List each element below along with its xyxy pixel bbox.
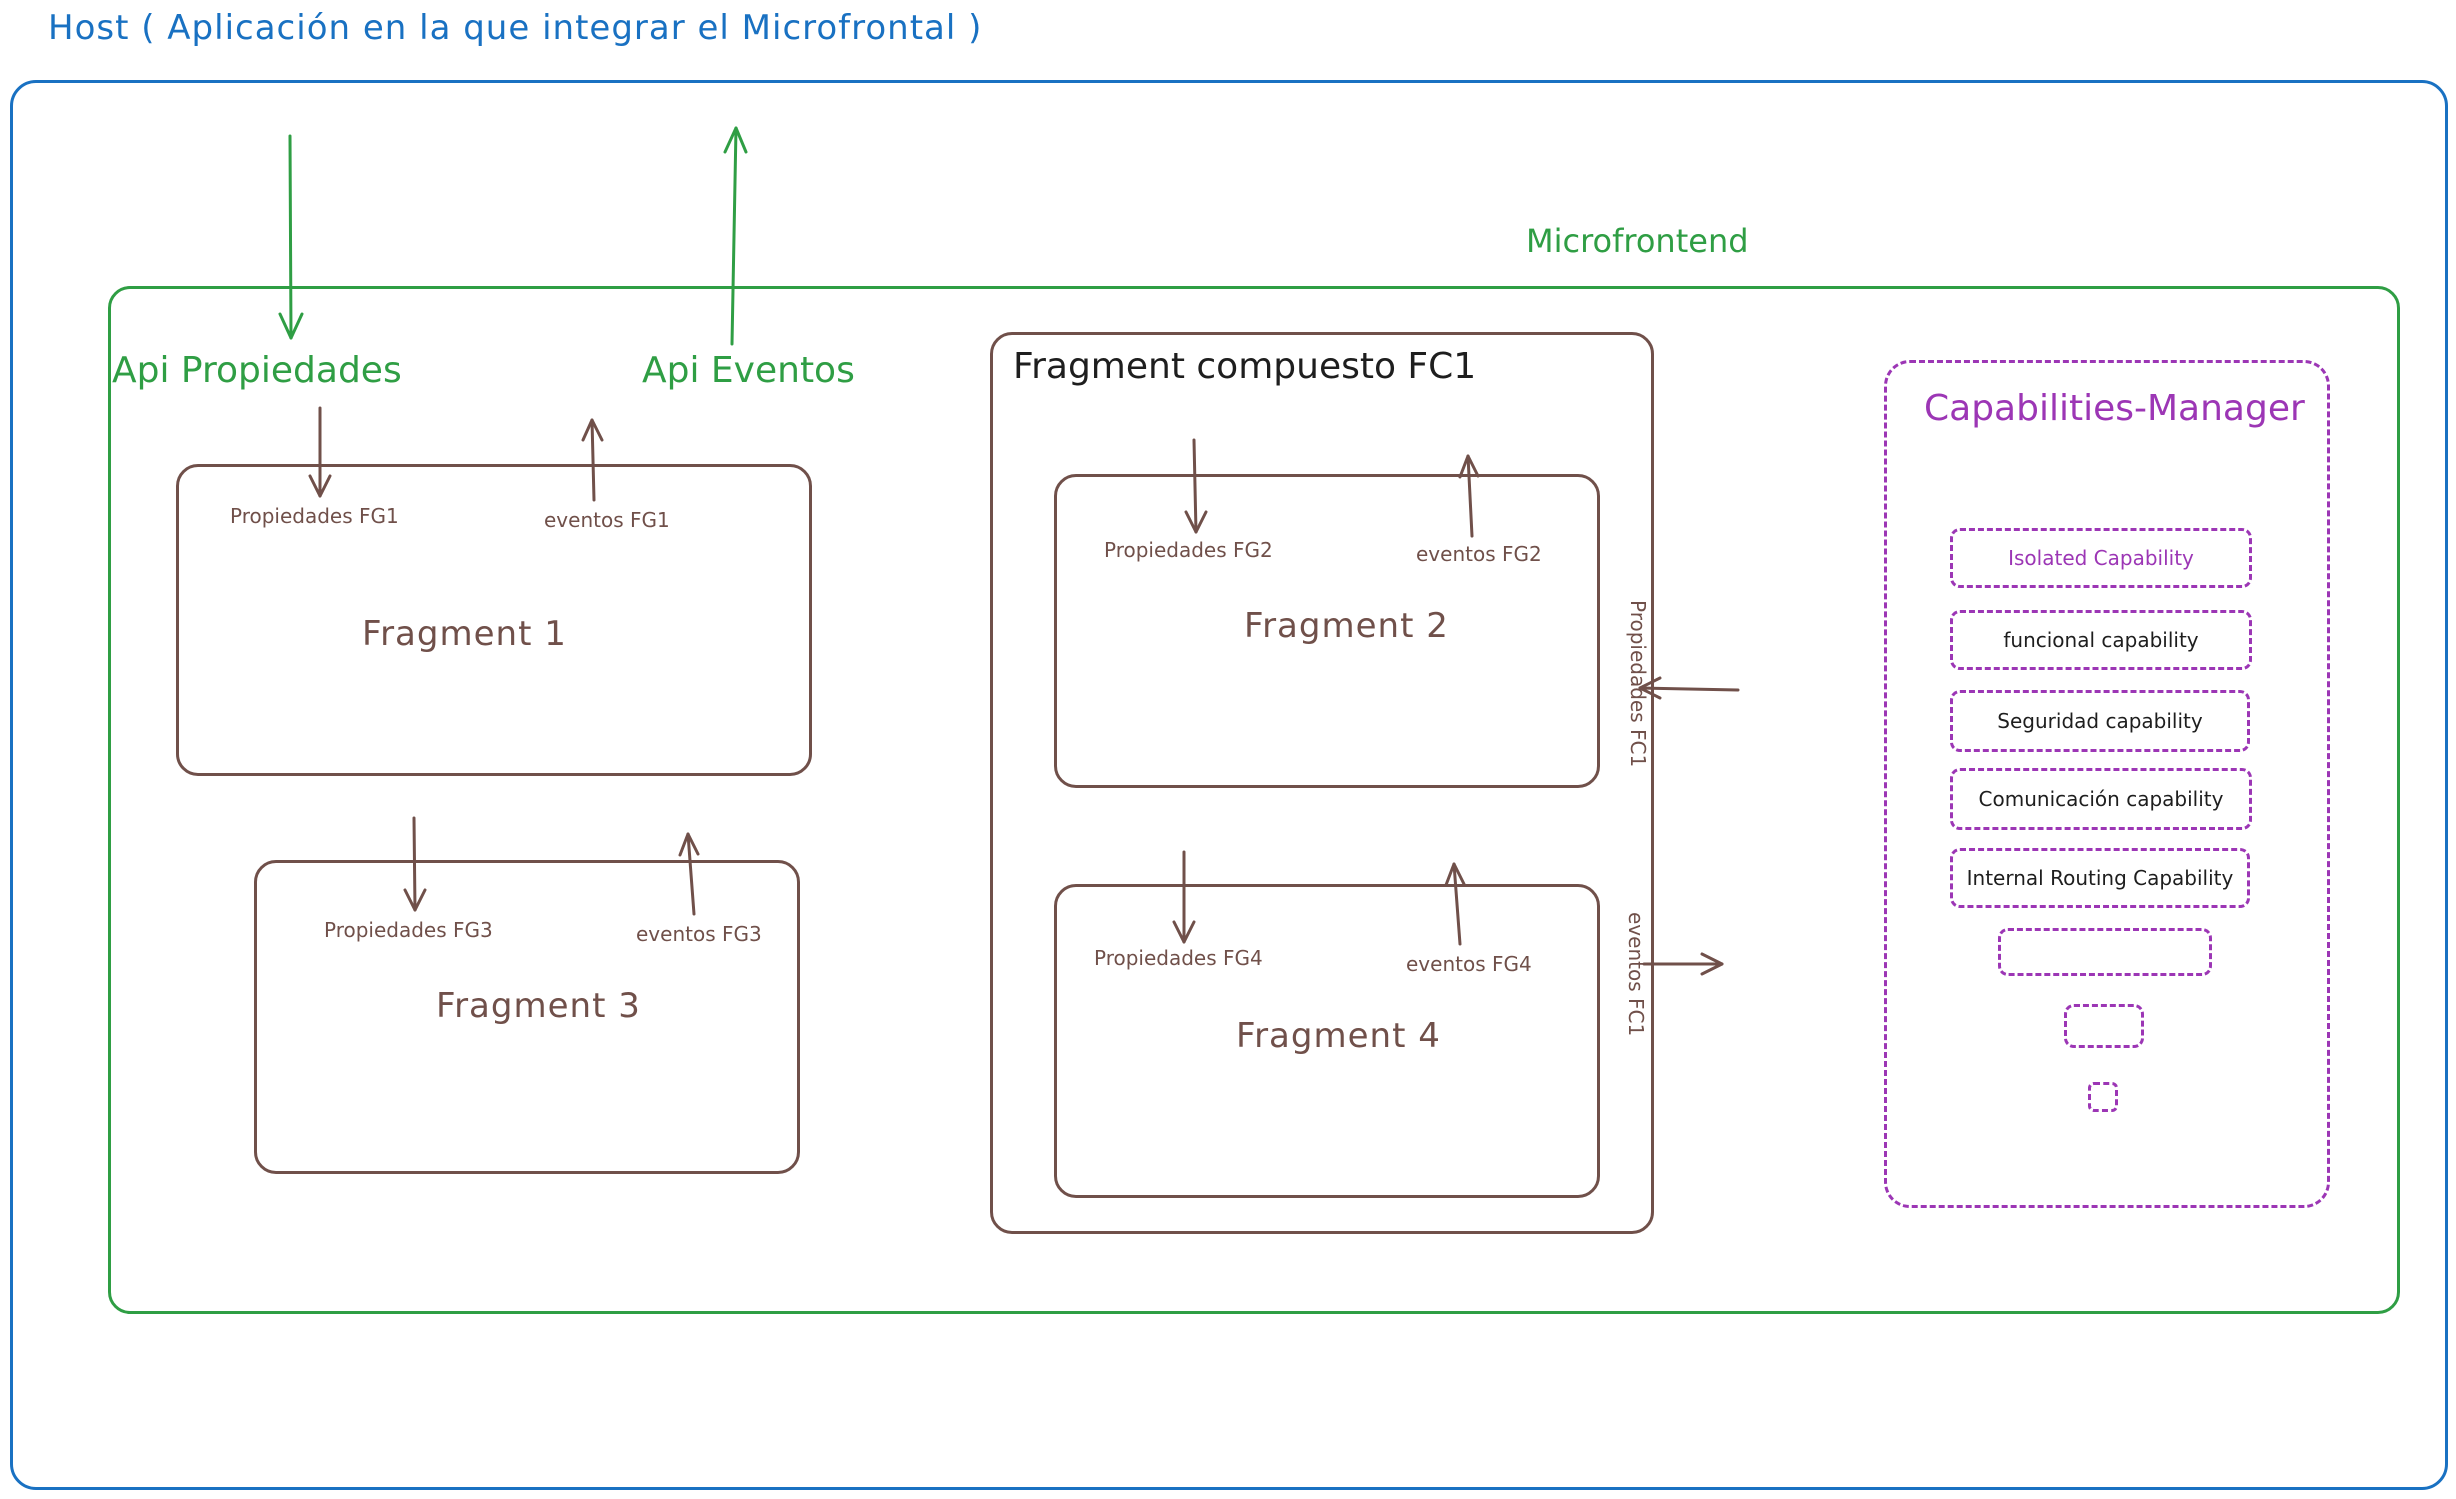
capability-internal-routing: Internal Routing Capability [1950,848,2250,908]
api-events-label: Api Eventos [642,350,855,391]
capability-placeholder-small [2088,1082,2118,1112]
fragment-2-box [1054,474,1600,788]
api-props-label: Api Propiedades [112,350,402,391]
api-events-to-host-arrow [723,126,748,346]
fragment-2-props-arrow [1184,438,1208,534]
fragment-1-title: Fragment 1 [362,614,567,654]
fragment-2-props-label: Propiedades FG2 [1104,538,1273,562]
fragment-1-box [176,464,812,776]
fragment-1-props-arrow [308,406,332,498]
capabilities-manager-box [1884,360,2330,1208]
composite-fragment-title: Fragment compuesto FC1 [1013,346,1477,387]
capabilities-manager-title: Capabilities-Manager [1924,388,2305,429]
capability-placeholder-medium [2064,1004,2144,1048]
host-container [10,80,2448,1490]
host-to-api-props-arrow [278,134,304,340]
fragment-3-box [254,860,800,1174]
fragment-1-props-label: Propiedades FG1 [230,504,399,528]
capability-comunicacion: Comunicación capability [1950,768,2252,830]
capability-isolated: Isolated Capability [1950,528,2252,588]
fragment-4-box [1054,884,1600,1198]
fragment-3-title: Fragment 3 [436,986,641,1026]
microfrontend-title: Microfrontend [1526,222,1749,260]
fragment-2-events-label: eventos FG2 [1416,542,1542,566]
composite-props-arrow [1638,676,1740,700]
fragment-3-props-arrow [403,816,427,912]
microfrontend-container [108,286,2400,1314]
fragment-1-events-label: eventos FG1 [544,508,670,532]
fragment-4-events-label: eventos FG4 [1406,952,1532,976]
capability-placeholder-large [1998,928,2212,976]
fragment-4-props-arrow [1172,850,1196,944]
fragment-3-events-label: eventos FG3 [636,922,762,946]
fragment-1-events-arrow [581,418,604,502]
capability-funcional: funcional capability [1950,610,2252,670]
fragment-2-title: Fragment 2 [1244,606,1449,646]
capability-seguridad: Seguridad capability [1950,690,2250,752]
fragment-4-events-arrow [1444,862,1466,946]
composite-fragment-box [990,332,1654,1234]
composite-events-arrow [1642,952,1724,976]
host-title: Host ( Aplicación en la que integrar el … [48,8,983,48]
fragment-2-events-arrow [1458,454,1480,538]
fragment-3-events-arrow [678,832,700,916]
fragment-4-title: Fragment 4 [1236,1016,1441,1056]
fragment-3-props-label: Propiedades FG3 [324,918,493,942]
fragment-4-props-label: Propiedades FG4 [1094,946,1263,970]
